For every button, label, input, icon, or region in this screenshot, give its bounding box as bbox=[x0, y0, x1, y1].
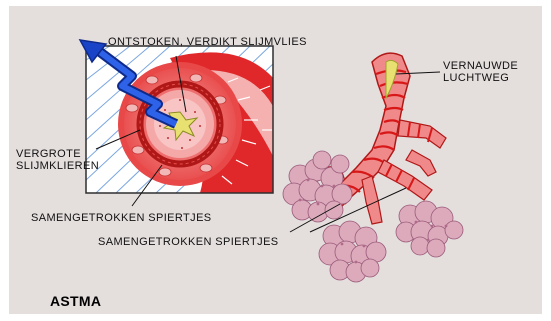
label-narrowed-airway-line2: LUCHTWEG bbox=[443, 72, 509, 85]
label-inflamed-mucosa: ONTSTOKEN, VERDIKT SLIJMVLIES bbox=[108, 36, 307, 49]
label-contracted-muscles-2: SAMENGETROKKEN SPIERTJES bbox=[98, 236, 279, 249]
alveoli-cluster-bottom bbox=[319, 221, 386, 282]
label-enlarged-glands-line2: SLIJMKLIEREN bbox=[16, 160, 99, 173]
alveoli-cluster-left bbox=[283, 151, 352, 222]
label-contracted-muscles-1: SAMENGETROKKEN SPIERTJES bbox=[31, 212, 212, 225]
diagram-title: ASTMA bbox=[50, 293, 101, 309]
alveoli-cluster-right bbox=[396, 201, 463, 257]
